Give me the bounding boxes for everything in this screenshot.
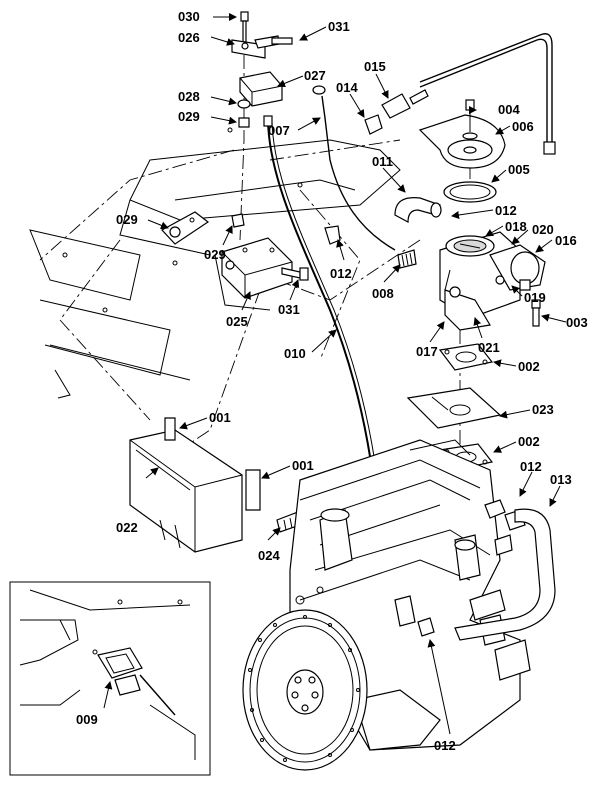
label-003: 003	[566, 315, 588, 330]
label-013: 013	[550, 472, 572, 487]
label-031-mid: 031	[278, 302, 300, 317]
flywheel	[242, 609, 368, 771]
bracket-001-upper	[164, 417, 176, 441]
label-017: 017	[416, 344, 438, 359]
label-029-top: 029	[178, 109, 200, 124]
spring-008	[397, 249, 417, 269]
label-001-lower: 001	[292, 458, 314, 473]
label-012-mid: 012	[330, 266, 352, 281]
body-panel-lines	[29, 127, 401, 399]
fuel-line	[419, 33, 556, 155]
label-027: 027	[304, 68, 326, 83]
gasket-005	[443, 181, 497, 203]
clip-012-bottom	[417, 617, 435, 637]
part-labels: 030 031 026 027 015 028 014 004 029 007 …	[76, 9, 588, 753]
label-010: 010	[284, 346, 306, 361]
label-018: 018	[505, 219, 527, 234]
label-023: 023	[532, 402, 554, 417]
label-016: 016	[555, 233, 577, 248]
bolt-003	[531, 299, 541, 327]
label-025: 025	[226, 314, 248, 329]
label-029-mid: 029	[204, 247, 226, 262]
hose-011	[394, 197, 442, 224]
label-012-right: 012	[520, 459, 542, 474]
label-014: 014	[336, 80, 358, 95]
label-028: 028	[178, 89, 200, 104]
label-012-upper: 012	[495, 203, 517, 218]
label-005: 005	[508, 162, 530, 177]
label-030: 030	[178, 9, 200, 24]
fitting-014	[364, 114, 383, 135]
cable-007	[312, 85, 396, 251]
label-009: 009	[76, 712, 98, 727]
hose-013	[454, 508, 556, 641]
label-022: 022	[116, 520, 138, 535]
label-015: 015	[364, 59, 386, 74]
label-008: 008	[372, 286, 394, 301]
label-024: 024	[258, 548, 280, 563]
label-031-top: 031	[328, 19, 350, 34]
leader-arrows	[103, 13, 567, 735]
label-007: 007	[268, 123, 290, 138]
label-029-left: 029	[116, 212, 138, 227]
label-011: 011	[372, 154, 393, 169]
nut-029-mid	[231, 213, 245, 228]
plate-023	[406, 387, 502, 429]
bracket-assembly-top	[231, 11, 293, 59]
screw-031-mid	[281, 267, 309, 281]
label-026: 026	[178, 30, 200, 45]
label-002-lower: 002	[518, 434, 540, 449]
bracket-029-left	[161, 211, 210, 245]
inset-detail-009	[9, 581, 211, 776]
clip-012-mid	[324, 225, 341, 245]
control-box-022	[129, 429, 243, 553]
gasket-002-upper	[438, 343, 494, 371]
label-020: 020	[532, 222, 554, 237]
carburetor-assembly	[439, 231, 546, 331]
label-001-upper: 001	[209, 410, 231, 425]
label-006: 006	[512, 119, 534, 134]
label-019: 019	[524, 290, 546, 305]
relay-module	[237, 71, 283, 128]
label-021: 021	[478, 340, 500, 355]
label-002-upper: 002	[518, 359, 540, 374]
label-012-bottom: 012	[434, 738, 456, 753]
air-horn-006	[418, 99, 506, 169]
module-025	[221, 237, 293, 299]
filter-015	[381, 89, 429, 119]
label-004: 004	[498, 102, 520, 117]
bracket-001-lower	[245, 469, 261, 511]
